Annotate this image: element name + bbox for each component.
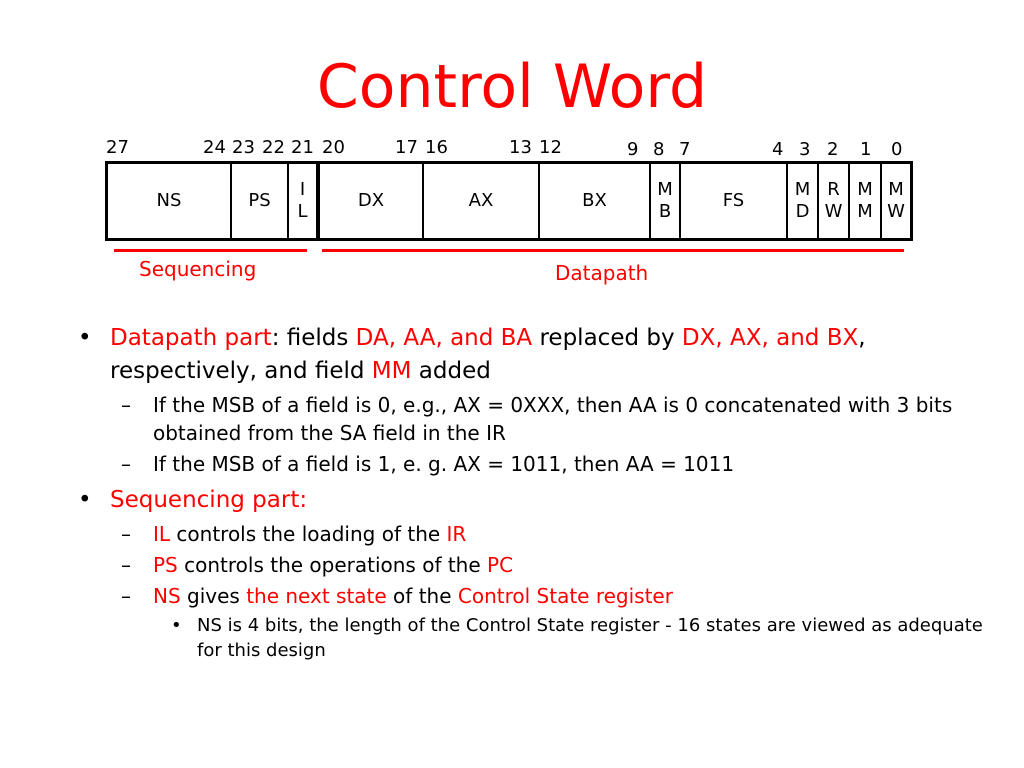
sub-bullet-msb-one: – If the MSB of a field is 1, e. g. AX =… xyxy=(121,452,735,476)
bullet-datapath-part: • Datapath part: fields DA, AA, and BA r… xyxy=(78,322,998,388)
bit-number: 3 xyxy=(799,139,811,160)
bullet-dot-icon: • xyxy=(171,615,182,636)
bit-number: 1 xyxy=(860,139,872,160)
bit-number: 22 xyxy=(262,137,285,158)
field-ps: PS xyxy=(230,164,287,238)
bit-number: 12 xyxy=(539,137,562,158)
sub-bullet-ns: – NS gives the next state of the Control… xyxy=(121,584,673,608)
bit-number: 21 xyxy=(291,137,314,158)
bit-number: 17 xyxy=(395,137,418,158)
field-ax: AX xyxy=(422,164,538,238)
bit-number: 23 xyxy=(232,137,255,158)
bit-number: 4 xyxy=(772,139,784,160)
sub-bullet-il: – IL controls the loading of the IR xyxy=(121,522,467,546)
sub-bullet-msb-zero: – If the MSB of a field is 0, e.g., AX =… xyxy=(121,393,953,445)
field-fs: FS xyxy=(679,164,786,238)
bit-number: 2 xyxy=(827,139,839,160)
field-ns: NS xyxy=(156,190,182,211)
bit-number: 20 xyxy=(322,137,345,158)
bullet-dash-icon: – xyxy=(121,553,131,577)
sequencing-underline xyxy=(114,249,307,252)
datapath-label: Datapath xyxy=(555,261,649,285)
bullet-dash-icon: – xyxy=(121,393,131,417)
bit-number: 13 xyxy=(509,137,532,158)
sub-bullet-ps: – PS controls the operations of the PC xyxy=(121,553,514,577)
bullet-dash-icon: – xyxy=(121,452,131,476)
field-bx: BX xyxy=(538,164,649,238)
bit-number: 8 xyxy=(653,139,665,160)
bullet-dot-icon: • xyxy=(78,325,92,351)
bit-number: 24 xyxy=(203,137,226,158)
bit-number: 16 xyxy=(425,137,448,158)
bit-number: 9 xyxy=(627,139,639,160)
slide-title: Control Word xyxy=(316,52,708,122)
datapath-underline xyxy=(322,249,904,252)
bullet-dot-icon: • xyxy=(78,487,92,513)
bullet-sequencing-part: • Sequencing part: xyxy=(78,484,998,517)
bullet-list: • Datapath part: fields DA, AA, and BA r… xyxy=(78,322,998,663)
bullet-dash-icon: – xyxy=(121,584,131,608)
sub-sub-bullet-ns-bits: • NS is 4 bits, the length of the Contro… xyxy=(171,615,983,661)
bit-number: 7 xyxy=(679,139,691,160)
bit-number: 0 xyxy=(891,139,903,160)
bit-number: 27 xyxy=(106,137,129,158)
sequencing-label: Sequencing xyxy=(139,257,257,281)
bullet-dash-icon: – xyxy=(121,522,131,546)
field-dx: DX xyxy=(316,164,422,238)
